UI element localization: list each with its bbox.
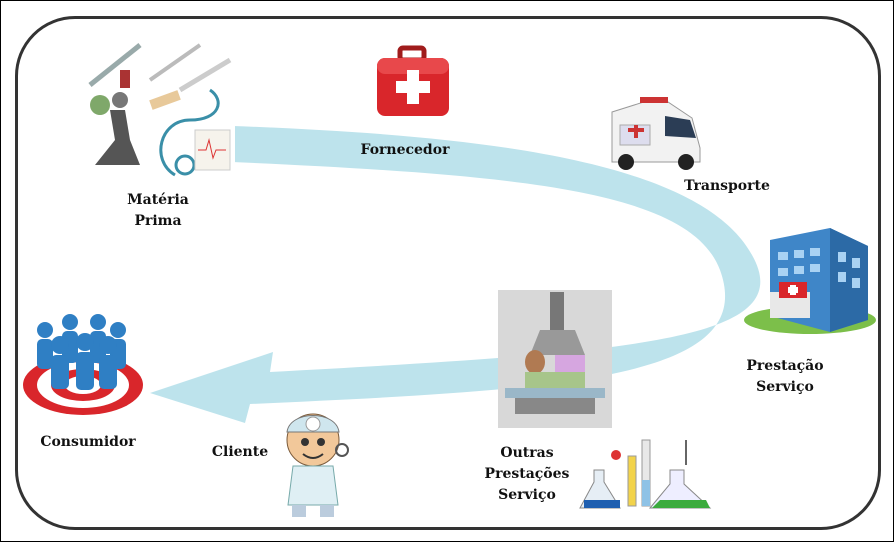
label-prestacao-line2: Serviço [756, 379, 814, 395]
label-fornecedor: Fornecedor [350, 140, 460, 161]
label-outras-prestacoes: Outras Prestações Serviço [472, 443, 582, 506]
flow-band [150, 126, 761, 423]
first-aid-kit-icon [377, 45, 449, 116]
label-transporte: Transporte [672, 176, 782, 197]
label-outras-line1: Outras [500, 445, 554, 461]
doctor-cartoon-icon [286, 413, 349, 517]
label-outras-line2: Prestações [484, 466, 570, 482]
label-materia-line2: Prima [134, 213, 182, 229]
label-cliente: Cliente [205, 442, 275, 463]
lab-flasks-icon [579, 434, 720, 512]
label-prestacao-line1: Prestação [746, 358, 824, 374]
label-fornecedor-text: Fornecedor [360, 142, 450, 158]
label-consumidor-text: Consumidor [40, 434, 136, 450]
label-consumidor: Consumidor [28, 432, 148, 453]
consumers-target-icon [23, 314, 143, 415]
label-materia-prima: Matéria Prima [118, 190, 198, 232]
medical-supplies-icon [80, 40, 235, 180]
label-materia-line1: Matéria [127, 192, 189, 208]
label-cliente-text: Cliente [211, 444, 269, 460]
label-outras-line3: Serviço [498, 487, 556, 503]
label-transporte-text: Transporte [684, 178, 770, 194]
label-prestacao-servico: Prestação Serviço [730, 356, 840, 398]
hospital-building-icon [744, 228, 876, 334]
imaging-machine-icon [498, 290, 612, 428]
ambulance-icon [611, 97, 701, 170]
